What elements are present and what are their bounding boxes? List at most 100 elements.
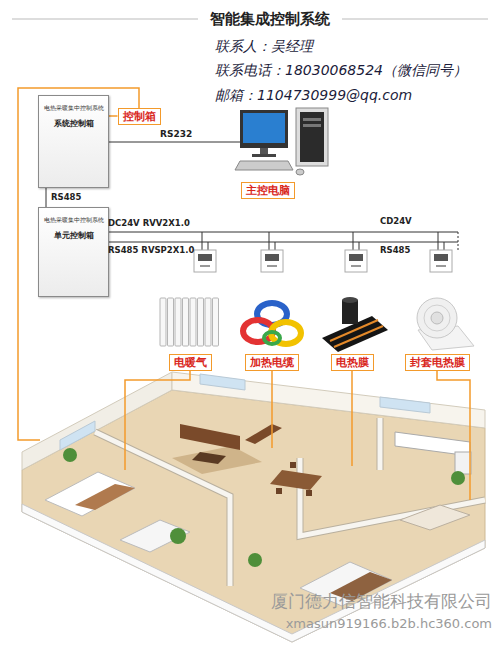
cable-icon <box>264 332 280 344</box>
tag-box: 控制箱 <box>118 108 161 125</box>
leader-line <box>351 371 353 466</box>
thermostat-icon <box>436 265 446 267</box>
connector <box>46 188 47 207</box>
wire <box>105 232 458 233</box>
thermostat-icon <box>430 250 452 272</box>
thermostat-icon <box>265 254 279 261</box>
thermostat-icon <box>261 250 283 272</box>
computer-icon <box>303 124 321 127</box>
signal-name: CD24V <box>380 216 412 226</box>
computer-icon <box>303 118 321 121</box>
tag-text: 主控电脑 <box>246 184 290 197</box>
radiator-icon <box>160 298 166 346</box>
house-illustration <box>451 471 465 485</box>
thermostat-icon <box>198 254 212 261</box>
leader-line <box>437 371 470 500</box>
heating-film-icon <box>322 297 388 352</box>
cabinet-subtitle: 电热采暖集中控制系统 <box>39 216 108 224</box>
house-illustration <box>172 446 262 474</box>
house-illustration <box>63 448 77 462</box>
tag-box: 电暖气 <box>169 354 212 371</box>
house-illustration <box>400 505 470 530</box>
heating-film-icon <box>334 326 383 347</box>
contact-text: 联系人：吴经理 <box>215 38 313 55</box>
leader-line <box>125 371 190 470</box>
wire <box>275 242 276 250</box>
tag-text: 封套电热膜 <box>410 356 465 369</box>
computer-icon <box>235 108 328 175</box>
house-illustration <box>45 472 135 516</box>
tag-text: 控制箱 <box>123 110 156 123</box>
house-illustration <box>455 452 471 474</box>
diagram-title: 智能集成控制系统 <box>210 10 330 28</box>
computer-icon <box>243 113 285 143</box>
wire <box>444 242 445 250</box>
signal-name: RS485 <box>380 245 410 255</box>
tag-box: 电热膜 <box>331 354 374 371</box>
wire <box>208 242 209 250</box>
house-illustration <box>95 432 230 586</box>
house-illustration <box>380 397 430 413</box>
cabinet-subtitle: 电热采暖集中控制系统 <box>39 104 108 112</box>
thermostat-icon <box>200 265 210 267</box>
radiator-icon <box>190 298 196 346</box>
title-rule <box>12 19 198 20</box>
title-rule <box>342 19 488 20</box>
house-illustration <box>180 424 240 450</box>
computer-icon <box>296 169 304 175</box>
tag-box: 主控电脑 <box>241 182 295 199</box>
tag-text: 加热电缆 <box>250 356 294 369</box>
computer-icon <box>235 161 293 170</box>
cable-spec: DC24V RVV2X1.0 <box>108 218 190 228</box>
thermostat-icon <box>349 254 363 261</box>
computer-icon <box>240 110 288 148</box>
wire <box>438 232 439 250</box>
wire <box>202 232 203 250</box>
house-illustration <box>170 528 186 544</box>
heating-film-icon <box>342 297 358 303</box>
wire <box>105 142 240 143</box>
film-roll-icon <box>431 312 443 324</box>
house-illustration <box>377 418 384 470</box>
heating-film-icon <box>342 300 358 324</box>
house-illustration <box>306 490 312 496</box>
house-illustration <box>192 452 226 464</box>
film-roll-icon <box>417 298 457 338</box>
leader-line <box>271 371 273 448</box>
thermostat-icon <box>267 265 277 267</box>
cable-spec: RS485 RVSP2X1.0 <box>108 245 194 255</box>
thermostat-icon <box>351 265 361 267</box>
tag-box: 加热电缆 <box>245 354 299 371</box>
wire <box>269 232 270 250</box>
thermostat-icon <box>434 254 448 261</box>
tag-box: 封套电热膜 <box>405 354 470 371</box>
computer-icon <box>300 112 324 162</box>
control-cabinet: 电热采暖集中控制系统系统控制箱 <box>38 95 109 188</box>
control-cabinet: 电热采暖集中控制系统单元控制箱 <box>38 207 109 297</box>
contact-text: 联系电话：18030068524（微信同号） <box>215 62 467 79</box>
radiator-icon <box>175 298 181 346</box>
house-illustration <box>290 462 296 468</box>
wire <box>353 232 354 250</box>
thermostat-icon <box>345 250 367 272</box>
house-illustration <box>245 424 282 444</box>
cable-icon <box>243 303 301 344</box>
computer-icon <box>296 108 328 166</box>
house-illustration <box>276 488 282 494</box>
wire <box>105 142 458 250</box>
watermark: xmasun919166.b2b.hc360.com <box>286 616 492 632</box>
radiator-icon <box>168 298 174 346</box>
radiator-icon <box>160 298 219 346</box>
radiator-icon <box>183 298 189 346</box>
house-illustration <box>75 484 135 510</box>
film-roll-icon <box>424 305 450 331</box>
house-illustration <box>60 421 95 450</box>
radiator-icon <box>198 298 204 346</box>
wire <box>458 232 459 250</box>
connector-label: RS485 <box>50 192 82 203</box>
signal-name: RS232 <box>160 129 192 140</box>
watermark: 厦门德力信智能科技有限公司 <box>271 591 492 611</box>
wire <box>359 242 360 250</box>
house-illustration <box>200 374 245 390</box>
